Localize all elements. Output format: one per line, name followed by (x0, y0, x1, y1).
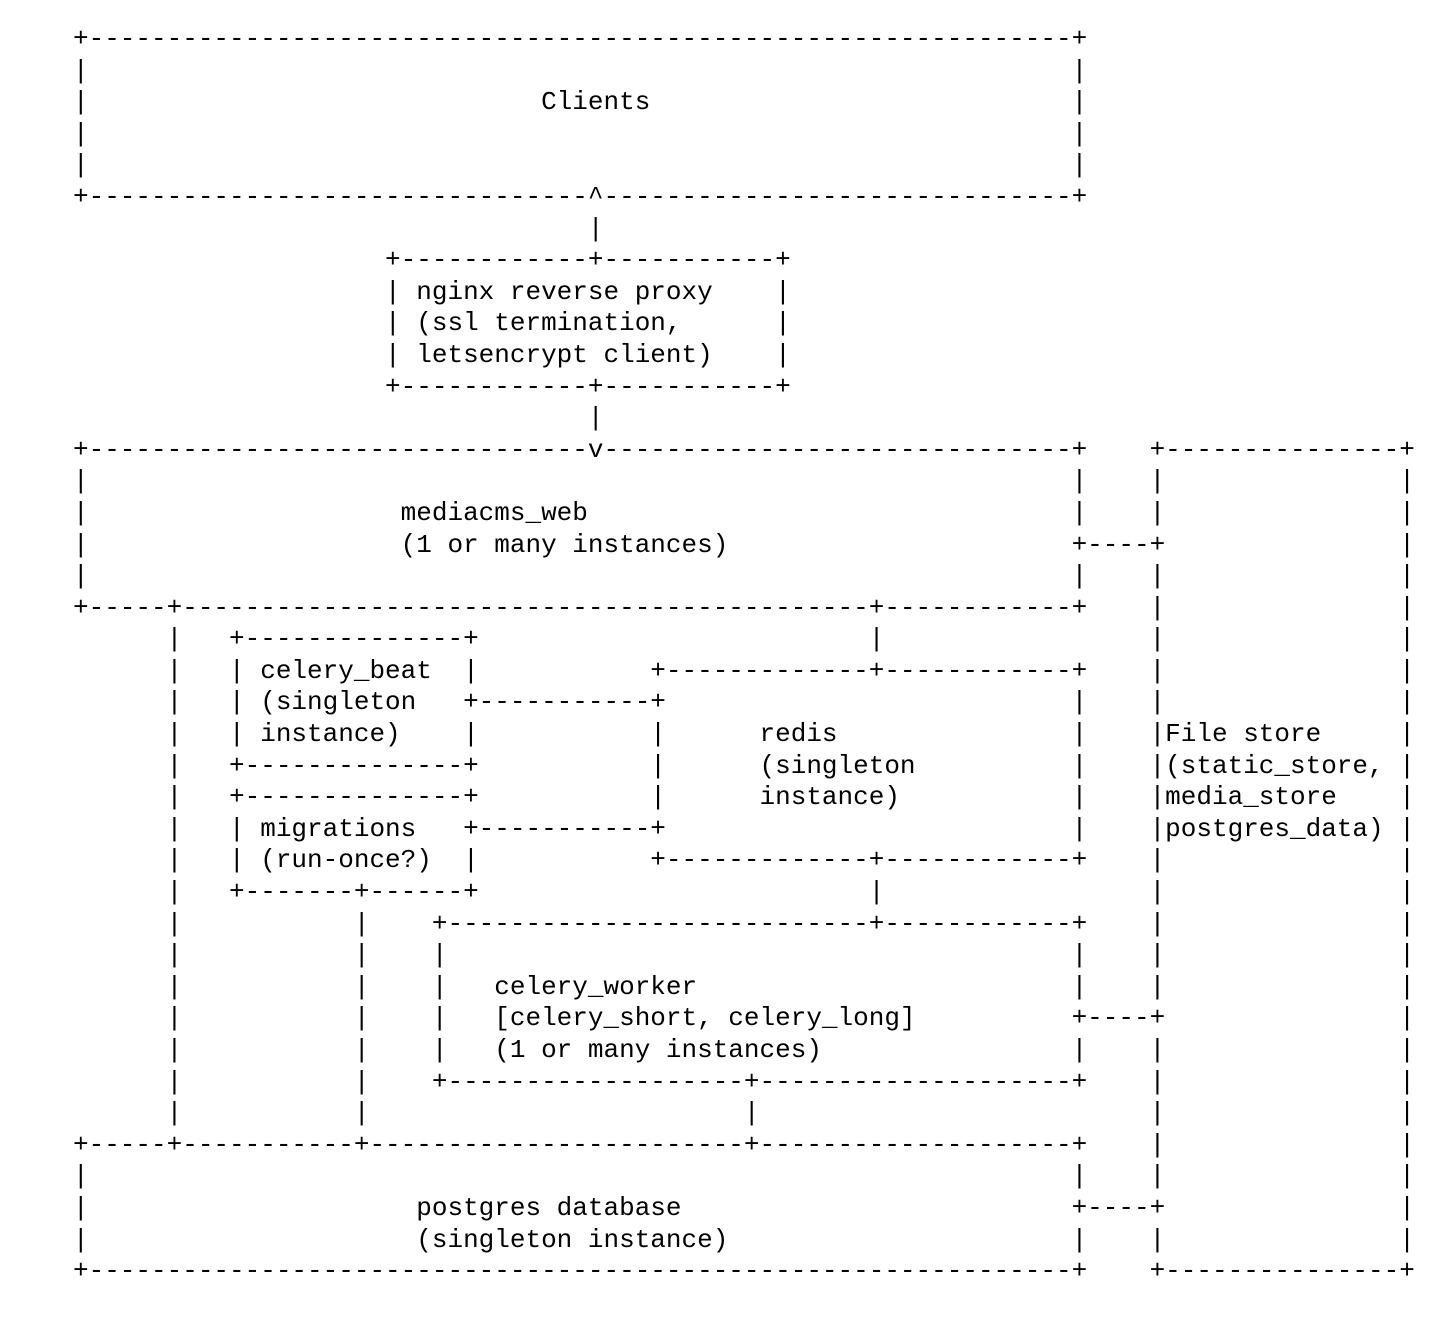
ascii-architecture-diagram: +---------------------------------------… (73, 24, 1415, 1287)
